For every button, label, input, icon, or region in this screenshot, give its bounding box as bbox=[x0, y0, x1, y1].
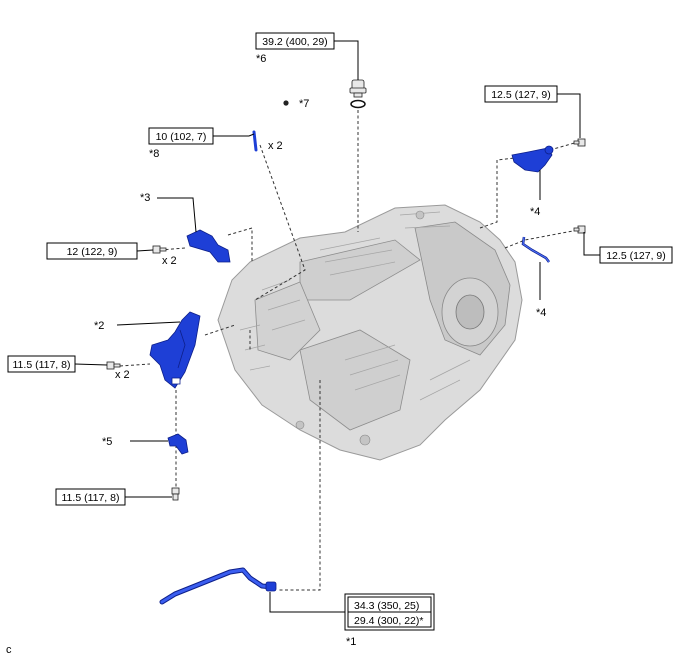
torque-value-5: 11.5 (117, 8) bbox=[62, 492, 120, 504]
part-1-pipe bbox=[159, 567, 277, 605]
callout-4-lower: *4 bbox=[536, 307, 546, 319]
torque-box-8: 10 (102, 7) bbox=[148, 127, 214, 145]
bolt-2 bbox=[106, 361, 121, 370]
torque-value-1-line2: 29.4 (300, 22)* bbox=[354, 615, 423, 627]
transaxle-housing bbox=[217, 204, 523, 461]
torque-value-3: 12 (122, 9) bbox=[67, 246, 118, 258]
torque-value-6: 39.2 (400, 29) bbox=[262, 36, 327, 48]
installation-lines bbox=[119, 110, 579, 591]
part-4-clamp-lower bbox=[521, 236, 550, 263]
torque-box-4-upper: 12.5 (127, 9) bbox=[484, 85, 558, 103]
bolt-3 bbox=[152, 245, 167, 254]
callout-1: *1 bbox=[346, 636, 356, 648]
callout-6: *6 bbox=[256, 53, 266, 65]
torque-box-4-lower: 12.5 (127, 9) bbox=[599, 246, 673, 264]
torque-box-1: 34.3 (350, 25) 29.4 (300, 22)* bbox=[344, 593, 435, 631]
torque-value-4-upper: 12.5 (127, 9) bbox=[491, 89, 551, 101]
part-4-bracket-upper bbox=[511, 145, 554, 173]
torque-value-1-line1: 34.3 (350, 25) bbox=[354, 600, 419, 612]
bolt-6-drain-plug bbox=[349, 79, 367, 98]
quantity-8: x 2 bbox=[268, 140, 283, 152]
torque-box-3: 12 (122, 9) bbox=[46, 242, 138, 260]
callout-7: *7 bbox=[299, 98, 309, 110]
leader-lines bbox=[74, 40, 600, 613]
bolt-4-lower bbox=[573, 225, 586, 234]
non-reusable-part-dot bbox=[283, 100, 289, 106]
torque-value-2: 11.5 (117, 8) bbox=[13, 359, 71, 371]
torque-box-5: 11.5 (117, 8) bbox=[55, 488, 126, 506]
gasket-7 bbox=[350, 99, 366, 109]
callout-8: *8 bbox=[149, 148, 159, 160]
callout-3: *3 bbox=[140, 192, 150, 204]
part-5-clamp bbox=[167, 433, 189, 455]
part-2-bracket bbox=[149, 311, 201, 389]
torque-value-4-lower: 12.5 (127, 9) bbox=[606, 250, 666, 262]
stud-8 bbox=[252, 130, 258, 152]
bolt-5 bbox=[171, 487, 180, 501]
quantity-2: x 2 bbox=[115, 369, 130, 381]
callout-2: *2 bbox=[94, 320, 104, 332]
part-3-bracket bbox=[186, 229, 231, 263]
torque-box-6: 39.2 (400, 29) bbox=[255, 32, 335, 50]
callout-5: *5 bbox=[102, 436, 112, 448]
callout-4-upper: *4 bbox=[530, 206, 540, 218]
bolt-4-upper bbox=[573, 138, 586, 147]
torque-value-8: 10 (102, 7) bbox=[156, 131, 207, 143]
torque-box-2: 11.5 (117, 8) bbox=[7, 355, 76, 373]
quantity-3: x 2 bbox=[162, 255, 177, 267]
corner-letter: c bbox=[6, 644, 12, 656]
